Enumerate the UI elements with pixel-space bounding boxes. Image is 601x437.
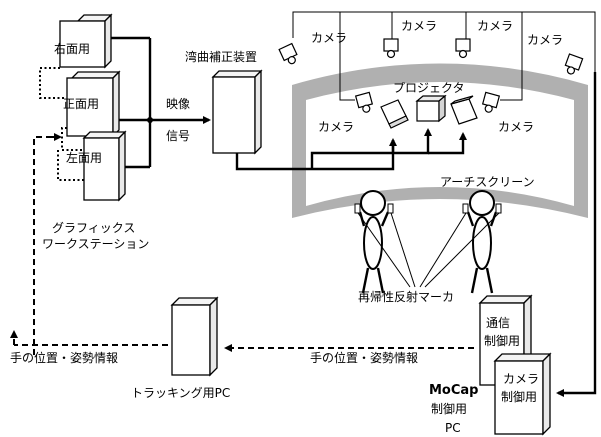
camera-label: カメラ bbox=[498, 120, 534, 134]
camera-icon bbox=[455, 38, 471, 59]
projector-icon bbox=[415, 94, 447, 123]
camera-control-box bbox=[493, 352, 552, 436]
mocap-label-1: MoCap bbox=[429, 383, 479, 398]
distortion-device bbox=[211, 69, 263, 155]
workstation-right-label: 右面用 bbox=[54, 41, 90, 56]
tracking-pc-label: トラッキング用PC bbox=[131, 386, 230, 400]
person-figure bbox=[354, 190, 394, 294]
marker-pointers bbox=[357, 212, 500, 288]
workstation-right bbox=[59, 13, 113, 69]
projector-feed bbox=[235, 128, 467, 171]
hand-pose-flow bbox=[10, 133, 474, 355]
camera-cable-mocap bbox=[556, 72, 597, 397]
camera-label: カメラ bbox=[401, 19, 437, 33]
graphics-ws-label-2: ワークステーション bbox=[42, 237, 149, 251]
comm-label-2: 制御用 bbox=[484, 333, 520, 348]
retro-marker-label: 再帰性反射マーカ bbox=[358, 289, 454, 304]
workstation-left bbox=[82, 130, 127, 202]
camctrl-label-1: カメラ bbox=[503, 372, 539, 386]
camera-label: カメラ bbox=[311, 31, 347, 45]
camera-icon bbox=[383, 38, 399, 59]
mocap-label-3: PC bbox=[445, 421, 461, 435]
arch-screen-label: アーチスクリーン bbox=[440, 175, 535, 189]
camera-icon bbox=[278, 42, 298, 65]
camera-label: カメラ bbox=[318, 120, 354, 134]
camera-icon bbox=[481, 91, 501, 113]
workstation-front bbox=[66, 70, 121, 138]
projector-icon bbox=[450, 95, 478, 125]
tracking-pc bbox=[170, 296, 219, 377]
camera-label: カメラ bbox=[527, 33, 563, 47]
hand-info-label-left: 手の位置・姿勢情報 bbox=[10, 350, 118, 365]
video-signal-bus bbox=[111, 36, 211, 169]
workstation-front-label: 正面用 bbox=[63, 97, 99, 111]
camctrl-label-2: 制御用 bbox=[501, 389, 537, 404]
mocap-label-2: 制御用 bbox=[431, 401, 467, 416]
camera-icon bbox=[354, 91, 374, 113]
video-signal-label-2: 信号 bbox=[166, 129, 190, 143]
graphics-ws-label-1: グラフィックス bbox=[52, 221, 135, 235]
camera-wiring-top bbox=[292, 11, 596, 101]
distortion-device-label: 湾曲補正装置 bbox=[185, 49, 257, 64]
person-figure bbox=[462, 190, 502, 294]
camera-icon bbox=[564, 53, 584, 75]
camera-label: カメラ bbox=[477, 19, 513, 33]
video-signal-label-1: 映像 bbox=[166, 97, 190, 111]
projector-icon bbox=[380, 99, 409, 129]
projector-label: プロジェクタ bbox=[393, 81, 465, 95]
comm-label-1: 通信 bbox=[486, 316, 510, 330]
workstation-dotted-links bbox=[39, 67, 84, 181]
workstation-left-label: 左面用 bbox=[66, 150, 102, 165]
hand-info-label-right: 手の位置・姿勢情報 bbox=[310, 350, 418, 365]
